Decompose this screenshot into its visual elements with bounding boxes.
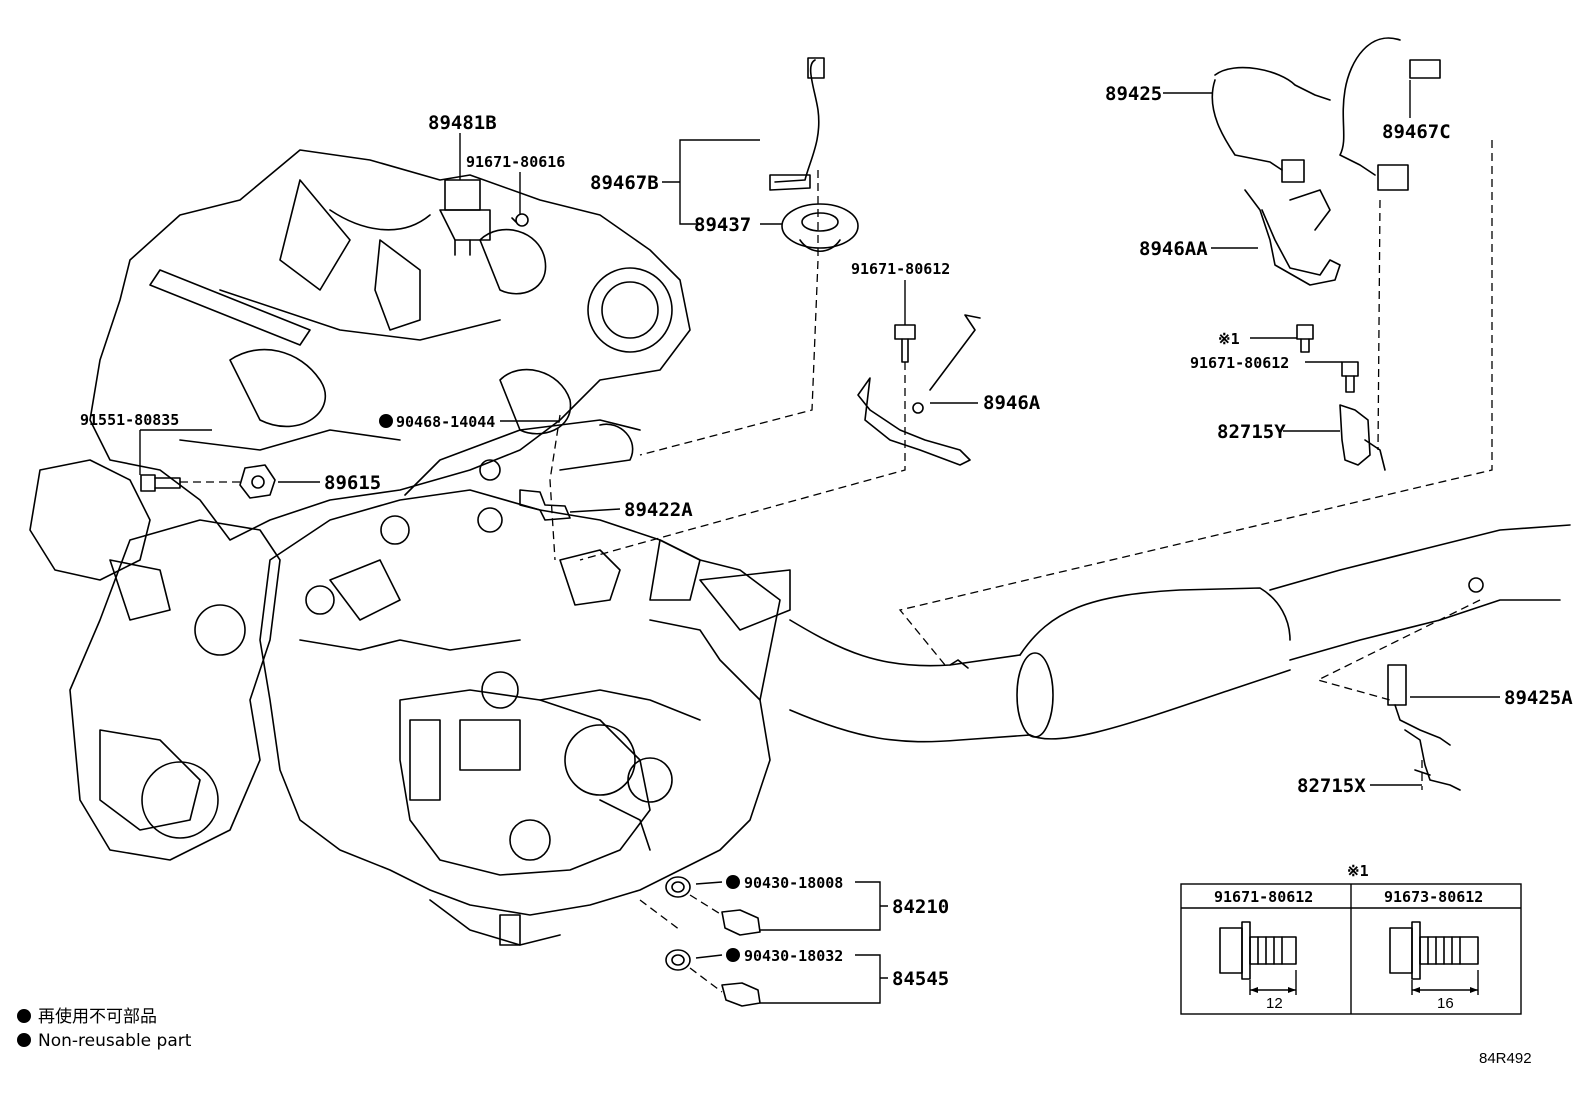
note-table-mark: ※1 [1347,862,1369,880]
gasket-89437-part [781,203,859,253]
exhaust-temp-sensor-89425a-part [1387,664,1451,746]
callout-note-mark: ※1 [1218,330,1240,348]
temp-sensor-89422a-part [519,489,571,521]
bolt-note1-part [1296,324,1314,353]
note-table-col2-dim: 16 [1437,995,1454,1012]
oxygen-sensor-89467c-part [1339,37,1441,191]
callout-91671-80616: 91671-80616 [466,153,565,171]
callout-84210: 84210 [892,896,949,918]
callout-91551-80835: 91551-80835 [80,411,179,429]
callout-90430-18008: 90430-18008 [744,874,843,892]
switch-84210-part [721,909,761,936]
bracket-8946a-part [857,314,981,466]
exhaust-temp-sensor-89425-part [1211,66,1331,183]
bolt-91671-80616-part [511,213,529,227]
callout-82715X: 82715X [1297,775,1366,797]
note-table-col1-part: 91671-80612 [1214,888,1313,906]
callout-89425A: 89425A [1504,687,1573,709]
non-reusable-marker [726,948,740,962]
bracket-82715y-part [1339,404,1386,471]
note-table-col2-part: 91673-80612 [1384,888,1483,906]
assembly-dashed-lines [180,140,1493,993]
legend-en-text: Non-reusable part [38,1031,192,1051]
callout-89481B: 89481B [428,112,497,134]
diagram-code: 84R492 [1479,1050,1532,1067]
bracket-8946aa-part [1244,189,1341,286]
callout-89615: 89615 [324,472,381,494]
bolt-short-icon [1219,921,1297,995]
callout-8946AA: 8946AA [1139,238,1208,260]
callout-89467B: 89467B [590,172,659,194]
leader-lines [139,80,1500,1004]
callout-90430-18032: 90430-18032 [744,947,843,965]
callout-89437: 89437 [694,214,751,236]
bolt-91671-80612-top-part [894,324,916,363]
bracket-82715x-part [1404,729,1461,791]
note-table: ※1 91671-80612 91673-80612 12 [1180,862,1522,1015]
vacuum-switching-valve-part [439,179,491,256]
exhaust-pipe-drawing [789,524,1571,743]
oxygen-sensor-89467b-part [769,57,825,191]
bolt-91671-80612-right-part [1341,361,1359,393]
callout-89425: 89425 [1105,83,1162,105]
callout-82715Y: 82715Y [1217,421,1286,443]
callout-89422A: 89422A [624,499,693,521]
callout-91671-80612-right: 91671-80612 [1190,354,1289,372]
filled-circle-icon [17,1009,31,1023]
callout-90468-14044: 90468-14044 [396,413,495,431]
bolt-long-icon [1389,921,1479,995]
gasket-90430-18032-part [665,949,691,971]
callout-91671-80612-top: 91671-80612 [851,260,950,278]
gasket-90430-18008-part [665,876,691,898]
callout-84545: 84545 [892,968,949,990]
filled-circle-icon [17,1033,31,1047]
note-table-col1-dim: 12 [1266,995,1283,1012]
switch-84545-part [721,982,761,1007]
bolt-91551-80835-part [140,474,181,492]
callout-8946A: 8946A [983,392,1041,414]
callout-89467C: 89467C [1382,121,1451,143]
callout-labels: 89481B 91671-80616 89467B 89437 91671-80… [80,83,1573,990]
legend: 再使用不可部品 Non-reusable part [17,1006,192,1051]
legend-jp-text: 再使用不可部品 [38,1006,157,1027]
engine-assembly-drawing [29,149,791,946]
non-reusable-marker [726,875,740,889]
knock-sensor-89615-part [239,464,276,499]
non-reusable-marker [379,414,393,428]
